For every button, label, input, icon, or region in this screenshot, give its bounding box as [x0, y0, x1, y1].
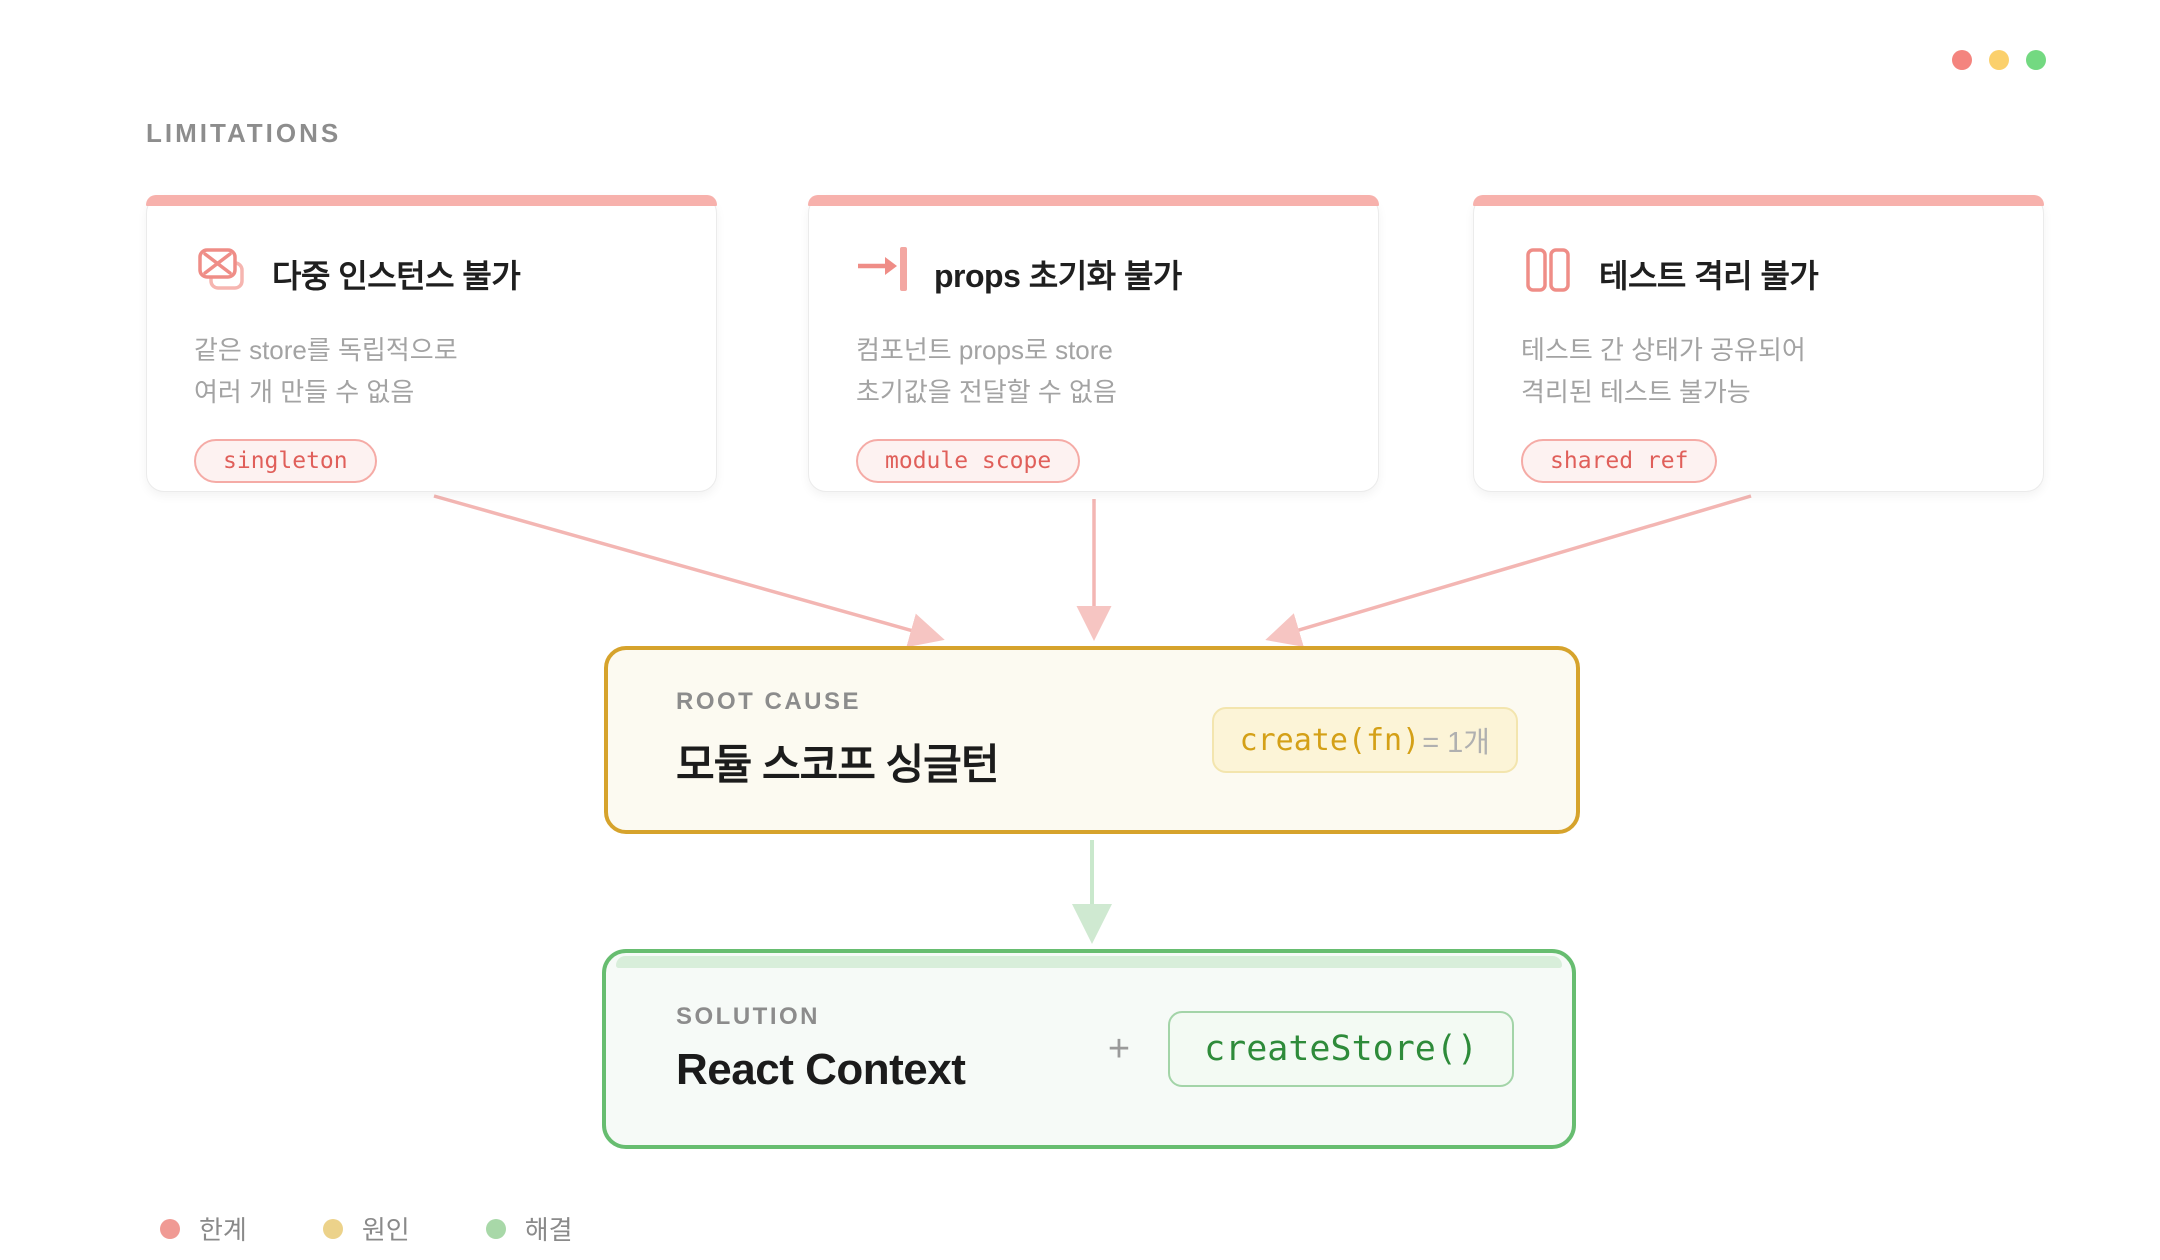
- zoom-window-icon[interactable]: [2026, 50, 2046, 70]
- solution-code-chip: createStore(): [1168, 1011, 1514, 1087]
- minimize-window-icon[interactable]: [1989, 50, 2009, 70]
- legend-item-cause: 원인: [322, 1210, 410, 1247]
- no-multiple-instances-icon: [194, 244, 248, 303]
- card-badge: module scope: [856, 439, 1081, 483]
- section-label: LIMITATIONS: [146, 118, 342, 148]
- root-cause-box: ROOT CAUSE 모듈 스코프 싱글턴 create(fn) = 1개: [604, 646, 1580, 834]
- card-description-line: 테스트 간 상태가 공유되어: [1521, 335, 1806, 365]
- code-result: = 1개: [1422, 727, 1490, 759]
- card-description-line: 초기값을 전달할 수 없음: [856, 377, 1117, 407]
- window-controls: [1952, 50, 2046, 70]
- root-cause-code-chip: create(fn) = 1개: [1211, 707, 1518, 773]
- card-badge: singleton: [194, 439, 377, 483]
- solution-top-accent: [616, 956, 1562, 968]
- legend-label: 해결: [524, 1215, 573, 1245]
- card-title: props 초기화 불가: [934, 257, 1182, 294]
- legend-dot-red-icon: [160, 1218, 180, 1239]
- code-snippet: create(fn): [1239, 722, 1421, 758]
- root-cause-label: ROOT CAUSE: [676, 688, 862, 715]
- close-window-icon[interactable]: [1952, 50, 1972, 70]
- legend-item-solution: 해결: [485, 1210, 573, 1247]
- props-blocked-icon: [856, 244, 910, 303]
- card-description-line: 컴포넌트 props로 store: [856, 335, 1113, 365]
- card-top-accent: [808, 195, 1379, 206]
- legend-label: 원인: [361, 1215, 410, 1245]
- card-title: 테스트 격리 불가: [1599, 257, 1819, 294]
- legend-label: 한계: [199, 1215, 247, 1245]
- limitation-card-props-init: props 초기화 불가 컴포넌트 props로 store 초기값을 전달할 …: [808, 195, 1379, 492]
- root-cause-title: 모듈 스코프 싱글턴: [676, 741, 999, 788]
- legend-item-limitation: 한계: [160, 1210, 247, 1247]
- test-isolation-icon: [1521, 244, 1575, 303]
- limitation-card-multi-instance: 다중 인스턴스 불가 같은 store를 독립적으로 여러 개 만들 수 없음 …: [146, 195, 717, 492]
- plus-sign: +: [1107, 1027, 1131, 1070]
- legend-dot-green-icon: [485, 1218, 506, 1239]
- card-description-line: 여러 개 만들 수 없음: [194, 377, 415, 407]
- solution-title: React Context: [676, 1045, 966, 1094]
- legend: 한계 원인 해결: [160, 1210, 573, 1247]
- card-title: 다중 인스턴스 불가: [272, 257, 521, 294]
- card-top-accent: [1473, 195, 2044, 206]
- card-badge: shared ref: [1521, 439, 1718, 483]
- limitation-card-test-isolation: 테스트 격리 불가 테스트 간 상태가 공유되어 격리된 테스트 불가능 sha…: [1473, 195, 2044, 492]
- card-description-line: 격리된 테스트 불가능: [1521, 377, 1751, 407]
- arrow-card1-to-cause: [433, 494, 945, 648]
- arrow-card3-to-cause: [1265, 494, 1752, 647]
- solution-box: SOLUTION React Context + createStore(): [602, 949, 1576, 1149]
- card-description-line: 같은 store를 독립적으로: [194, 335, 458, 365]
- card-top-accent: [146, 195, 717, 206]
- solution-label: SOLUTION: [676, 1003, 820, 1030]
- legend-dot-yellow-icon: [322, 1218, 343, 1239]
